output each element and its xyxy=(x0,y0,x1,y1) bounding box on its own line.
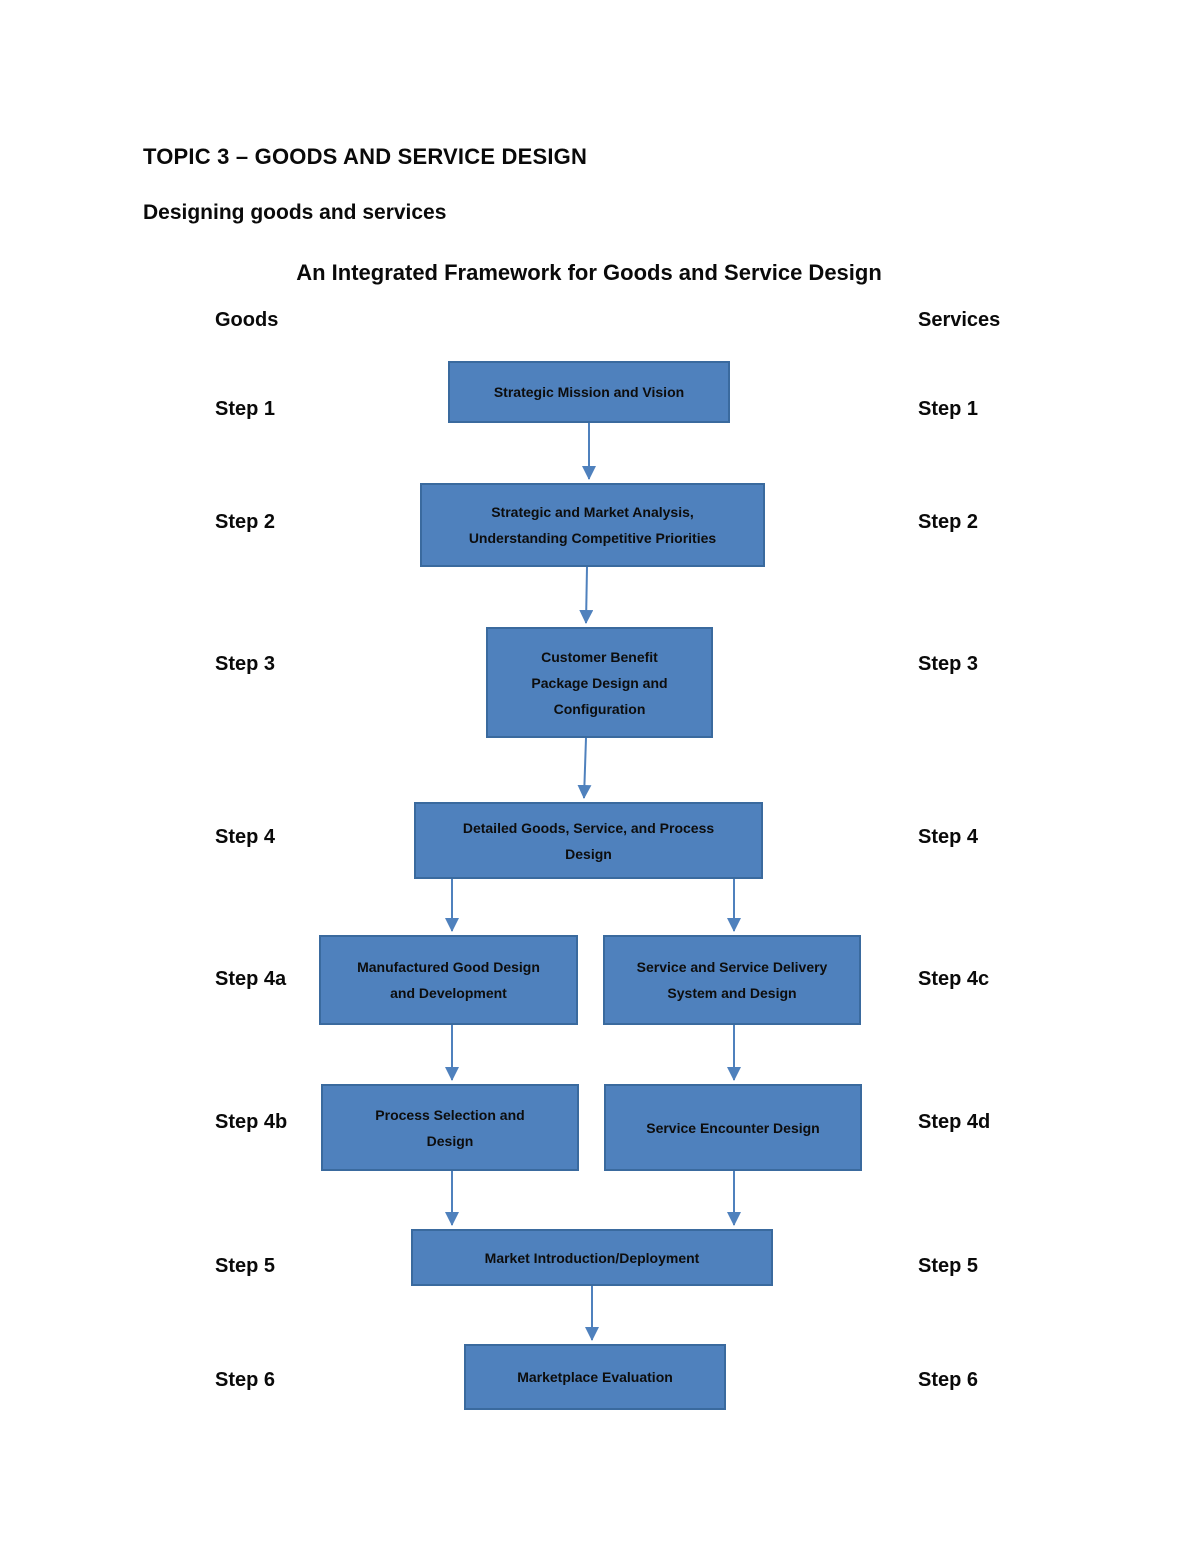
left-step-1: Step 1 xyxy=(215,398,276,420)
flow-box-strategic-and-market-analysis: Strategic and Market Analysis, Understan… xyxy=(420,483,765,567)
arrow-step3-step4 xyxy=(577,737,592,799)
left-step-6: Step 6 xyxy=(215,1369,276,1391)
flow-box-process-selection-and-design: Process Selection and Design xyxy=(321,1084,579,1171)
page-title: TOPIC 3 – GOODS AND SERVICE DESIGN xyxy=(143,144,588,169)
left-step-5: Step 5 xyxy=(215,1255,276,1277)
arrow-step2-step3 xyxy=(579,566,594,624)
page-subtitle: Designing goods and services xyxy=(143,201,447,224)
right-step-2: Step 2 xyxy=(918,511,979,533)
left-step-4b: Step 4b xyxy=(215,1111,288,1133)
flow-box-marketplace-evaluation: Marketplace Evaluation xyxy=(464,1344,726,1410)
right-step-4d: Step 4d xyxy=(918,1111,991,1133)
right-step-3: Step 3 xyxy=(918,653,979,675)
right-step-4: Step 4 xyxy=(918,826,979,848)
services-column-header: Services xyxy=(918,309,1001,331)
flow-box-detailed-goods-service-process-design: Detailed Goods, Service, and Process Des… xyxy=(414,802,763,879)
right-step-5: Step 5 xyxy=(918,1255,979,1277)
flow-box-service-delivery-system: Service and Service Delivery System and … xyxy=(603,935,861,1025)
left-step-2: Step 2 xyxy=(215,511,276,533)
left-step-4a: Step 4a xyxy=(215,968,287,990)
flow-box-market-introduction-deployment: Market Introduction/Deployment xyxy=(411,1229,773,1286)
right-step-6: Step 6 xyxy=(918,1369,979,1391)
goods-column-header: Goods xyxy=(215,309,279,331)
flow-box-manufactured-good-design: Manufactured Good Design and Development xyxy=(319,935,578,1025)
right-step-4c: Step 4c xyxy=(918,968,990,990)
left-step-3: Step 3 xyxy=(215,653,276,675)
flow-box-service-encounter-design: Service Encounter Design xyxy=(604,1084,862,1171)
left-step-4: Step 4 xyxy=(215,826,276,848)
right-step-1: Step 1 xyxy=(918,398,979,420)
flow-box-strategic-mission-and-vision: Strategic Mission and Vision xyxy=(448,361,730,423)
flow-box-customer-benefit-package: Customer Benefit Package Design and Conf… xyxy=(486,627,713,738)
diagram-title: An Integrated Framework for Goods and Se… xyxy=(296,260,882,285)
